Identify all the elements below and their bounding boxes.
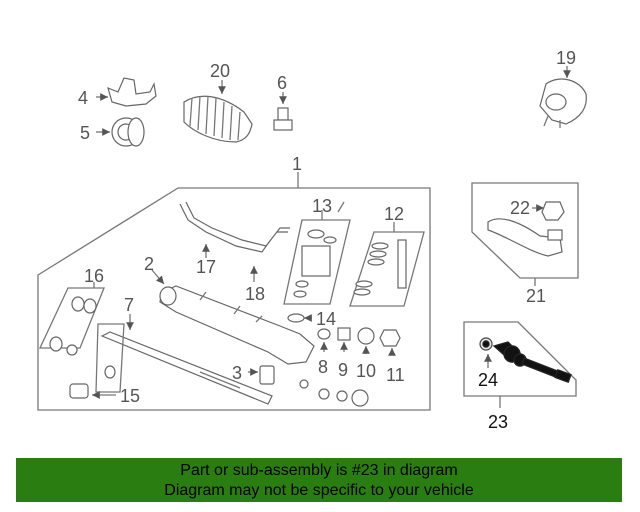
part-15-bushing[interactable] [69,383,116,399]
part-12-seal-kit[interactable] [349,222,425,307]
part-22-nut[interactable] [532,201,565,221]
part-17-pipe[interactable] [179,201,290,258]
part-11-nut[interactable] [379,329,401,356]
callout-23[interactable]: 23 [488,412,508,432]
callout-3[interactable]: 3 [232,363,242,383]
part-16-seal-set[interactable] [38,282,125,393]
part-20-boot[interactable] [183,80,253,143]
callout-19[interactable]: 19 [556,48,576,68]
callout-22[interactable]: 22 [510,198,530,218]
callout-18[interactable]: 18 [245,284,265,304]
part-6-bolt[interactable] [273,92,293,131]
part-8-seal[interactable] [317,328,331,352]
parts-diagram: 4 5 20 6 19 22 21 1 [37,48,587,432]
part-7-rack[interactable] [100,314,273,405]
callout-1[interactable]: 1 [292,154,302,174]
callout-17[interactable]: 17 [196,257,216,277]
part-10-bushing[interactable] [357,327,375,354]
callout-6[interactable]: 6 [277,73,287,93]
callout-8[interactable]: 8 [318,357,328,377]
part-23-tie-rod-outline [463,321,577,408]
part-23-tie-rod[interactable] [492,341,572,384]
callout-20[interactable]: 20 [210,61,230,81]
part-4-bracket[interactable] [96,77,157,107]
banner-line-2: Diagram may not be specific to your vehi… [164,482,474,499]
callout-12[interactable]: 12 [384,204,404,224]
part-9-spacer[interactable] [337,327,351,352]
callout-11[interactable]: 11 [386,365,405,385]
small-rings [299,379,369,407]
info-banner: Part or sub-assembly is #23 in diagram D… [16,458,622,502]
callout-7[interactable]: 7 [124,295,134,315]
callout-13[interactable]: 13 [312,196,332,216]
callout-5[interactable]: 5 [80,123,90,143]
callout-2[interactable]: 2 [144,254,154,274]
part-21-tie-rod-end-outline [471,182,579,286]
part-19-cover[interactable] [539,66,587,128]
part-24-washer[interactable] [479,337,493,368]
part-13-valve-kit[interactable] [283,201,351,305]
callout-24[interactable]: 24 [478,370,498,390]
part-14-o-ring[interactable] [287,313,312,323]
callout-10[interactable]: 10 [356,361,376,381]
callout-4[interactable]: 4 [78,88,88,108]
callout-15[interactable]: 15 [120,386,140,406]
part-3-bushing[interactable] [248,365,275,385]
callout-9[interactable]: 9 [338,360,348,380]
part-21-tie-rod-end[interactable] [487,218,563,257]
callout-21[interactable]: 21 [526,286,546,306]
banner-line-1: Part or sub-assembly is #23 in diagram [180,462,458,479]
callout-14[interactable]: 14 [316,309,336,329]
part-2-rack-housing[interactable] [151,269,315,365]
main-assembly-outline [37,172,431,411]
part-5-bushing[interactable] [96,117,145,147]
callout-16[interactable]: 16 [84,266,104,286]
